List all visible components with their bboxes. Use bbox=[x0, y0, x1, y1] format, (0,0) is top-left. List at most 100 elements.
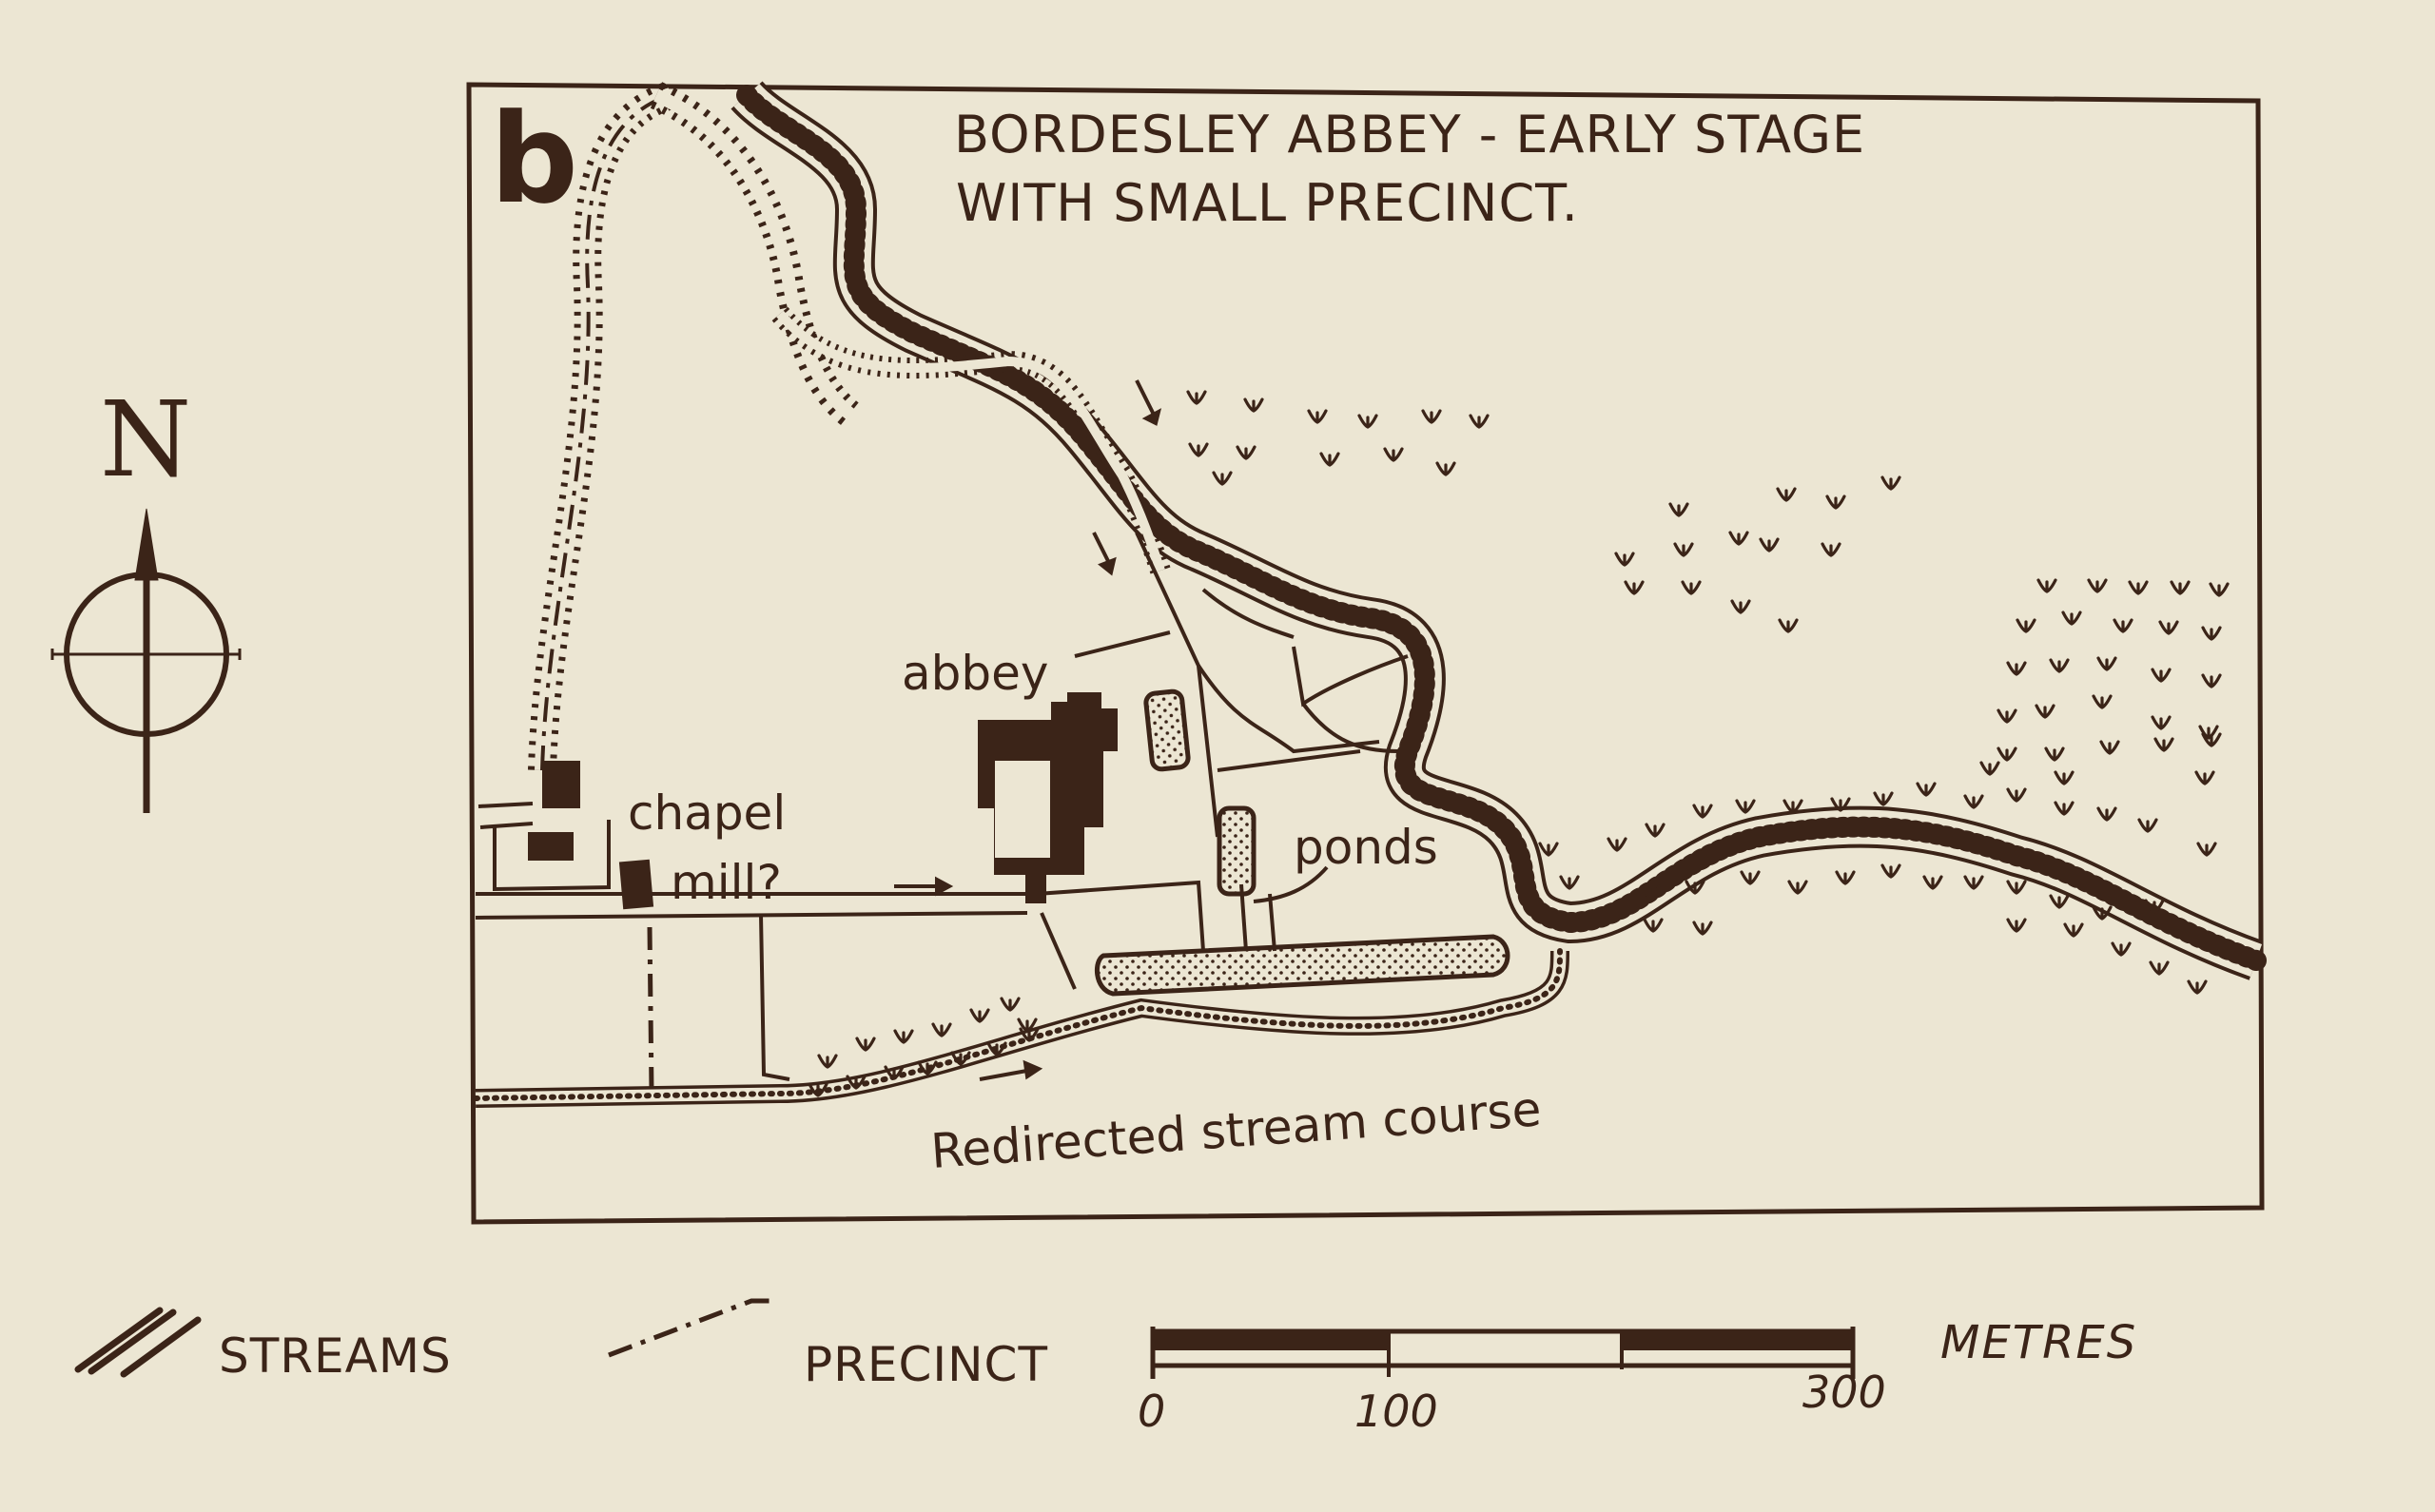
marsh-tuft-icon bbox=[2137, 818, 2158, 833]
marsh-tuft-icon bbox=[1835, 870, 1856, 885]
marsh-tuft-icon bbox=[1188, 442, 1209, 457]
marsh-tuft-icon bbox=[2170, 580, 2191, 595]
marsh-tuft-icon bbox=[2111, 941, 2132, 957]
marsh-tuft-icon bbox=[1821, 542, 1841, 557]
marsh-tuft-icon bbox=[1728, 531, 1749, 546]
marsh-tuft-icon bbox=[2049, 894, 2070, 909]
mill-building bbox=[618, 859, 654, 910]
marsh-tuft-icon bbox=[950, 1051, 971, 1066]
marsh-tuft-icon bbox=[2049, 658, 2070, 673]
marsh-tuft-icon bbox=[2035, 704, 2055, 719]
marsh-tuft-icon bbox=[2087, 578, 2108, 593]
marsh-tuft-icon bbox=[1922, 875, 1943, 890]
marsh-tuft-icon bbox=[1435, 461, 1456, 476]
marsh-tuft-icon bbox=[1019, 1027, 1040, 1042]
marsh-tuft-icon bbox=[1880, 863, 1901, 879]
map-title-line2: WITH SMALL PRECINCT. bbox=[956, 173, 1579, 233]
legend-precinct-icon bbox=[608, 1298, 775, 1358]
marsh-tuft-icon bbox=[1782, 799, 1803, 814]
chapel-building bbox=[528, 832, 574, 861]
marsh-tuft-icon bbox=[1830, 797, 1851, 812]
marsh-tuft-icon bbox=[2096, 656, 2117, 671]
marsh-tuft-icon bbox=[2144, 899, 2165, 914]
scale-tick-100: 100 bbox=[1354, 1386, 1438, 1437]
marsh-tuft-icon bbox=[1017, 1018, 1038, 1033]
abbey-cloister bbox=[995, 761, 1050, 858]
marsh-tuft-icon bbox=[1212, 471, 1233, 486]
marsh-tuft-icon bbox=[2201, 626, 2222, 641]
scale-bar bbox=[1150, 1327, 1856, 1379]
marsh-tuft-icon bbox=[1307, 409, 1328, 424]
marsh-tuft-icon bbox=[1776, 487, 1797, 502]
marsh-tuft-icon bbox=[1614, 552, 1635, 567]
marsh-tuft-icon bbox=[1186, 390, 1207, 405]
marsh-tuft-icon bbox=[2054, 770, 2075, 785]
marsh-tuft-icon bbox=[1880, 475, 1901, 491]
marsh-tuft-icon bbox=[884, 1065, 905, 1080]
marsh-tuft-icon bbox=[2153, 737, 2174, 752]
marsh-tuft-icon bbox=[2006, 880, 2027, 895]
marsh-tuft-icon bbox=[2044, 746, 2065, 762]
legend-precinct-label: PRECINCT bbox=[804, 1337, 1048, 1392]
marsh-tuft-icon bbox=[1825, 494, 1846, 510]
marsh-tuft-icon bbox=[1963, 794, 1984, 809]
pond-small-2 bbox=[1217, 805, 1256, 897]
marsh-tuft-icon bbox=[2151, 668, 2172, 683]
marsh-tuft-icon bbox=[2196, 842, 2217, 857]
marsh-tuft-icon bbox=[1759, 537, 1780, 552]
marsh-tuft-icon bbox=[2158, 620, 2179, 635]
marsh-tuft-icon bbox=[1624, 580, 1645, 595]
marsh-tuft-icon bbox=[1357, 414, 1378, 429]
marsh-tuft-icon bbox=[1668, 502, 1689, 517]
label-ponds: ponds bbox=[1294, 820, 1438, 875]
marsh-tuft-icon bbox=[2054, 801, 2075, 816]
panel-letter: b bbox=[490, 87, 578, 231]
marsh-tuft-icon bbox=[1538, 842, 1559, 857]
label-chapel: chapel bbox=[628, 785, 786, 841]
legend-streams-icon bbox=[74, 1307, 202, 1378]
map-title-line1: BORDESLEY ABBEY - EARLY STAGE bbox=[954, 105, 1865, 165]
marsh-tuft-icon bbox=[931, 1022, 952, 1037]
legend-units-label: METRES bbox=[1940, 1316, 2137, 1369]
flow-arrows bbox=[894, 379, 1162, 1081]
marsh-tuft-icon bbox=[1963, 875, 1984, 890]
chapel-mill-group bbox=[477, 761, 654, 910]
gatehouse bbox=[542, 761, 580, 808]
marsh-tuft-icon bbox=[1645, 823, 1666, 838]
marsh-tuft-icon bbox=[2209, 582, 2230, 597]
north-label: N bbox=[100, 378, 191, 500]
marsh-tuft-icon bbox=[846, 1075, 867, 1090]
marsh-tuft-icon bbox=[1559, 875, 1580, 890]
marsh-tuft-icon bbox=[2113, 618, 2133, 633]
marsh-tuft-icon bbox=[1685, 880, 1705, 895]
marsh-tuft-icon bbox=[1692, 921, 1713, 936]
marsh-tuft-icon bbox=[1319, 452, 1340, 467]
marsh-tuft-icon bbox=[2198, 725, 2219, 740]
marsh-tuft-icon bbox=[2201, 732, 2222, 747]
great-pond bbox=[1094, 934, 1510, 997]
channels bbox=[475, 588, 1409, 1081]
label-mill: mill? bbox=[671, 855, 782, 910]
marsh-tuft-icon bbox=[2151, 715, 2172, 730]
label-abbey: abbey bbox=[902, 646, 1048, 701]
marsh-tuft-icon bbox=[1735, 799, 1756, 814]
marsh-tuft-icon bbox=[2096, 806, 2117, 822]
marsh-tuft-icon bbox=[2128, 580, 2149, 595]
marsh-tuft-icon bbox=[1740, 870, 1761, 885]
marsh-tuft-icon bbox=[817, 1054, 838, 1069]
marsh-tuft-icon bbox=[1383, 447, 1404, 462]
marsh-tuft-icon bbox=[2063, 922, 2084, 938]
compass-rose-icon bbox=[50, 508, 242, 813]
marsh-tuft-icon bbox=[855, 1037, 876, 1052]
marsh-tuft-icon bbox=[2006, 787, 2027, 803]
marsh-tuft-icon bbox=[1787, 880, 1808, 895]
marsh-tuft-icon bbox=[2006, 661, 2027, 676]
marsh-tuft-icon bbox=[2092, 905, 2113, 921]
label-redirected-stream: Redirected stream course bbox=[929, 1081, 1543, 1179]
marsh-tuft-icon bbox=[2036, 578, 2057, 593]
marsh-tuft-icon bbox=[1000, 997, 1021, 1012]
marsh-tuft-icon bbox=[2187, 979, 2208, 995]
ponds-leader bbox=[1253, 865, 1329, 903]
scale-tick-0: 0 bbox=[1138, 1386, 1165, 1437]
